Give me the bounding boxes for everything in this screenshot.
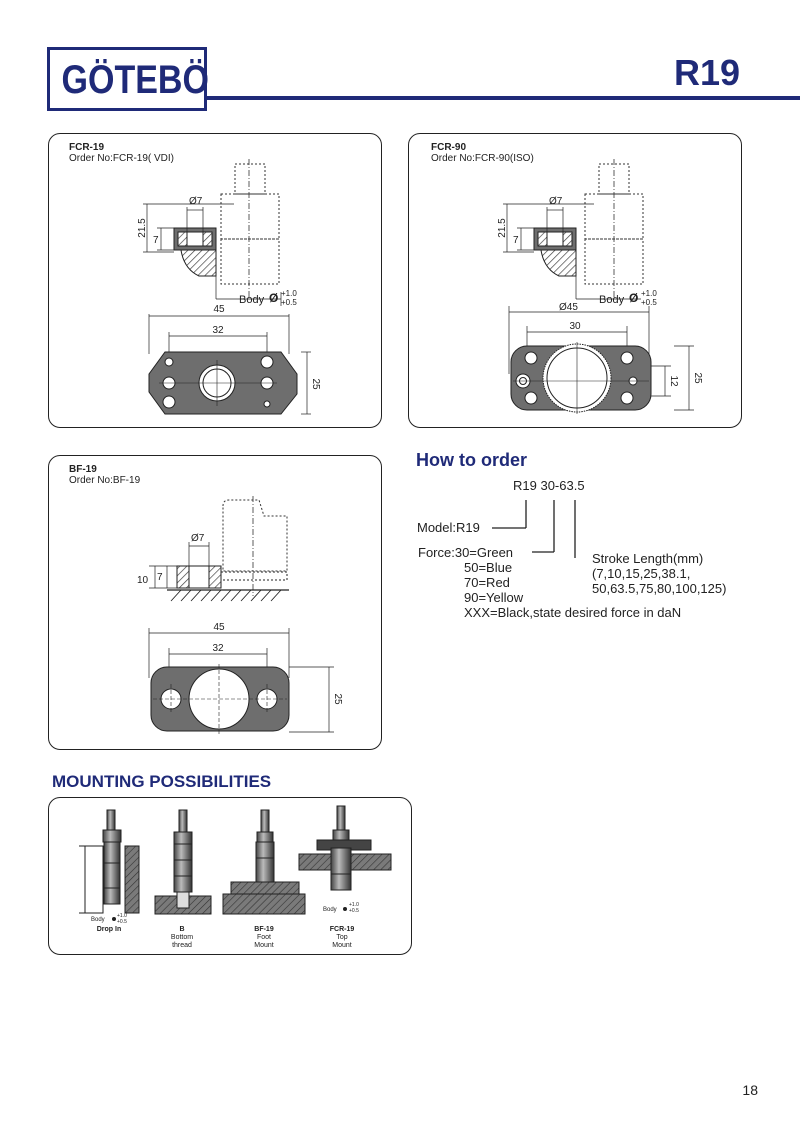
fcr90-dim-inner: 12 xyxy=(668,375,679,387)
panel-fcr90: FCR-90 Order No:FCR-90(ISO) xyxy=(408,133,742,428)
fcr90-side-drawing: 21.5 7 Ø7 Body Ø +1.0 +0.5 Ø45 30 12 25 xyxy=(497,159,703,414)
bf19-dim-depth: 25 xyxy=(332,693,343,705)
fcr90-diameter-symbol: Ø xyxy=(629,291,638,305)
fcr19-dim-width: 45 xyxy=(213,304,225,315)
bf19-dim-bore: Ø7 xyxy=(191,533,205,544)
page-number: 18 xyxy=(742,1082,758,1098)
fcr90-dim-hole-spacing: 30 xyxy=(569,321,581,332)
fcr19-dim-bore: Ø7 xyxy=(189,196,203,207)
order-code-leaders xyxy=(492,500,576,558)
fcr90-tol-minus: +0.5 xyxy=(641,298,657,307)
fcr90-dim-bore: Ø7 xyxy=(549,196,563,207)
order-force-0: Force:30=Green xyxy=(418,545,514,560)
header-rule xyxy=(207,96,800,100)
mounting-drawings: Body +1.0 +0.5 Body +1.0 +0.5 xyxy=(79,805,392,925)
fcr90-title: FCR-90 xyxy=(431,142,467,153)
fcr19-diameter-symbol: Ø xyxy=(269,291,278,305)
mount-caption-foot-mount: BF-19 Foot Mount xyxy=(254,926,274,949)
bf19-dim-thickness: 7 xyxy=(157,572,163,583)
bf19-order-no: Order No:BF-19 xyxy=(69,475,141,486)
fcr19-order-no: Order No:FCR-19( VDI) xyxy=(69,153,175,164)
fcr19-body-label: Body xyxy=(239,294,265,306)
fcr19-dim-thickness: 7 xyxy=(153,235,159,246)
mount-top-tol-plus: +1.0 xyxy=(349,902,359,908)
mount-drop-tol-plus: +1.0 xyxy=(117,913,127,919)
fcr19-dim-height: 21.5 xyxy=(137,218,148,238)
mount-top-tol-minus: +0.5 xyxy=(349,908,359,914)
fcr90-dim-height: 21.5 xyxy=(497,218,508,238)
mount-caption-drop-in: Drop In xyxy=(96,926,122,933)
bf19-dim-hole-spacing: 32 xyxy=(212,643,224,654)
fcr19-tol-minus: +0.5 xyxy=(281,298,297,307)
brand-logo-text: GÖTEBÖ xyxy=(61,58,209,102)
fcr19-dim-depth: 25 xyxy=(310,378,321,390)
how-to-order-heading: How to order xyxy=(416,450,527,470)
order-force-2: 70=Red xyxy=(464,575,510,590)
order-stroke-2: 50,63.5,75,80,100,125) xyxy=(592,581,727,596)
mount-caption-bottom-thread: B Bottom thread xyxy=(170,926,194,949)
fcr90-body-label: Body xyxy=(599,294,625,306)
mounting-heading: MOUNTING POSSIBILITIES xyxy=(52,772,272,791)
mount-top-body: Body xyxy=(323,907,337,913)
fcr19-dim-hole-spacing: 32 xyxy=(212,325,224,336)
bf19-dim-width: 45 xyxy=(213,622,225,633)
order-force-4: XXX=Black,state desired force in daN xyxy=(464,605,682,620)
order-model: Model:R19 xyxy=(417,520,480,535)
bf19-title: BF-19 xyxy=(69,464,97,475)
order-code: R19 30-63.5 xyxy=(513,478,585,493)
mount-caption-top-mount: FCR-19 Top Mount xyxy=(329,926,355,949)
panel-fcr19: FCR-19 Order No:FCR-19( VDI) xyxy=(48,133,382,428)
order-stroke-0: Stroke Length(mm) xyxy=(592,551,704,566)
order-force-1: 50=Blue xyxy=(464,560,513,575)
fcr90-dim-outer: Ø45 xyxy=(559,302,578,313)
mount-drop-body: Body xyxy=(91,917,105,923)
bf19-dim-height: 10 xyxy=(137,575,149,586)
fcr90-tol-plus: +1.0 xyxy=(641,289,657,298)
order-stroke-1: (7,10,15,25,38.1, xyxy=(592,566,691,581)
mount-drop-tol-minus: +0.5 xyxy=(117,919,127,925)
brand-logo: GÖTEBÖ xyxy=(47,47,209,111)
order-force-3: 90=Yellow xyxy=(464,590,524,605)
panel-mounting: Body +1.0 +0.5 Body +1.0 +0.5 Drop In xyxy=(48,797,412,955)
fcr19-side-drawing: 21.5 7 Ø7 Body Ø +1.0 +0.5 45 32 25 xyxy=(137,159,321,415)
panel-bf19: BF-19 Order No:BF-19 xyxy=(48,455,382,750)
fcr90-dim-thickness: 7 xyxy=(513,235,519,246)
bf19-side-drawing: Ø7 7 10 45 32 25 xyxy=(137,496,343,734)
fcr19-title: FCR-19 xyxy=(69,142,105,153)
fcr19-tol-plus: +1.0 xyxy=(281,289,297,298)
fcr90-order-no: Order No:FCR-90(ISO) xyxy=(431,153,534,164)
model-code: R19 xyxy=(673,52,740,93)
fcr90-dim-depth: 25 xyxy=(692,372,703,384)
